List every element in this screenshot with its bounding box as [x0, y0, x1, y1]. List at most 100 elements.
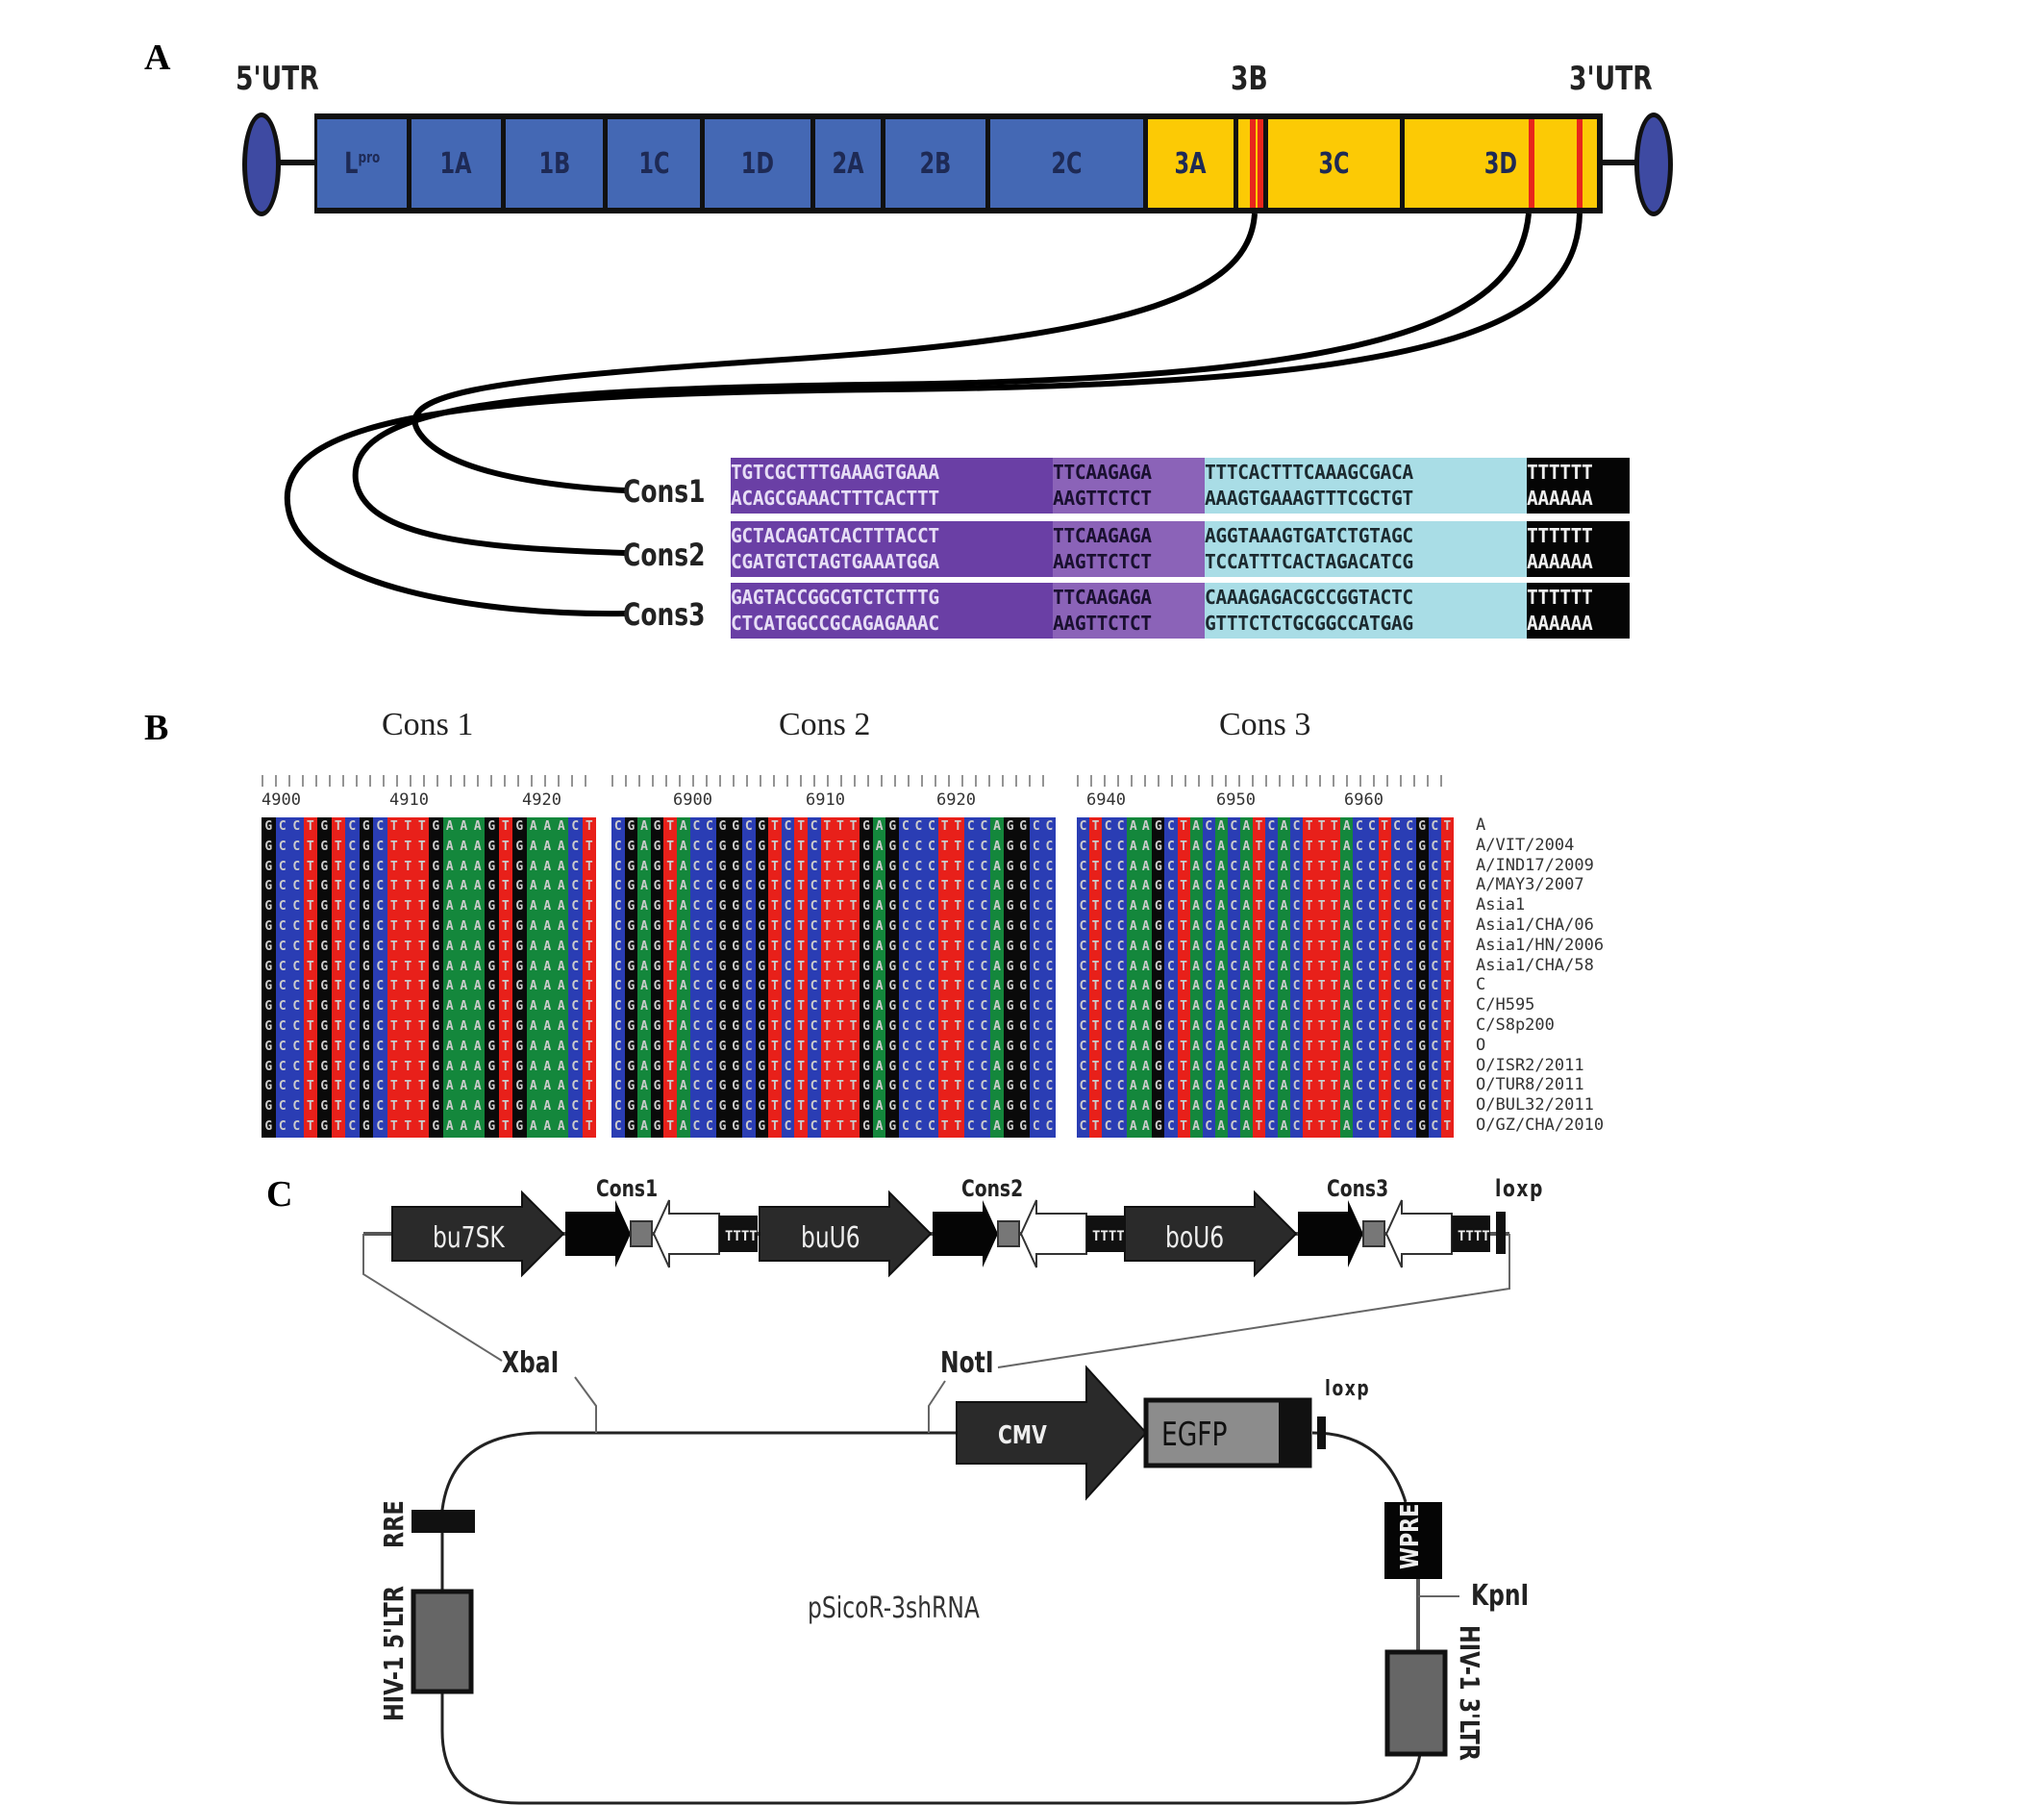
base: T [501, 879, 510, 894]
base: G [1154, 859, 1162, 874]
base: T [389, 899, 398, 915]
base: C [744, 1099, 753, 1115]
base: C [292, 1099, 301, 1115]
base: T [417, 999, 426, 1015]
base: A [557, 1059, 565, 1074]
base: C [278, 959, 287, 974]
base: A [1141, 1099, 1150, 1115]
base: T [585, 839, 593, 854]
base: A [1129, 899, 1137, 915]
base: T [835, 1118, 844, 1134]
base: C [1205, 999, 1213, 1015]
base: T [1330, 1079, 1338, 1094]
base: A [1280, 819, 1288, 834]
ruler-tick-label: 4910 [389, 790, 429, 810]
base: A [543, 959, 552, 974]
base: A [1217, 839, 1226, 854]
base: T [1091, 1039, 1100, 1054]
panel-b-letter: B [144, 708, 169, 748]
terminator-label: TTTT [1458, 1229, 1490, 1244]
base: C [1292, 859, 1301, 874]
base: T [417, 1018, 426, 1034]
base: C [278, 999, 287, 1015]
base: G [862, 959, 870, 974]
base: C [1104, 1018, 1112, 1034]
base: T [666, 979, 675, 994]
base: T [835, 859, 844, 874]
curve-cons2 [352, 213, 1532, 556]
base: A [993, 1079, 1001, 1094]
base: G [264, 1059, 273, 1074]
base: G [888, 819, 897, 834]
strain-label: Asia1/HN/2006 [1476, 935, 1605, 955]
base: C [980, 819, 988, 834]
base: G [862, 1018, 870, 1034]
base: T [417, 819, 426, 834]
base: T [954, 899, 962, 915]
base: C [744, 859, 753, 874]
segment-label: 2C [1051, 146, 1083, 181]
base: C [1045, 1079, 1054, 1094]
base: T [849, 1039, 858, 1054]
target-site-marker [1529, 119, 1534, 208]
base: G [487, 819, 496, 834]
base: C [1205, 1039, 1213, 1054]
base: C [292, 939, 301, 954]
base: A [445, 1018, 454, 1034]
base: T [823, 1099, 832, 1115]
base: C [1045, 839, 1054, 854]
base: A [1141, 839, 1150, 854]
base: C [376, 1079, 385, 1094]
base: C [571, 1118, 580, 1134]
base: G [732, 1079, 740, 1094]
base: T [306, 839, 314, 854]
base: C [1104, 819, 1112, 834]
base: G [1418, 819, 1427, 834]
base: A [679, 918, 687, 934]
base: A [460, 899, 468, 915]
base: C [1292, 979, 1301, 994]
base: A [1217, 879, 1226, 894]
base: T [849, 1118, 858, 1134]
base: C [292, 879, 301, 894]
base: A [1280, 879, 1288, 894]
base: A [1280, 999, 1288, 1015]
base: A [1342, 1079, 1351, 1094]
noti-site-label: NotI [940, 1346, 994, 1380]
base: T [1180, 999, 1187, 1015]
base: C [1104, 1099, 1112, 1115]
base: G [653, 859, 661, 874]
rre-box [411, 1510, 475, 1533]
base: C [1393, 1059, 1401, 1074]
base: C [901, 1118, 910, 1134]
base: G [264, 979, 273, 994]
base: A [1242, 918, 1251, 934]
base: C [1431, 1118, 1439, 1134]
base: T [835, 979, 844, 994]
base: T [1317, 979, 1326, 994]
base: C [613, 939, 622, 954]
base: G [264, 939, 273, 954]
antisense-strand: GTTTCTCTGCGGCCATGAG [1205, 612, 1413, 635]
base: C [966, 979, 975, 994]
base: T [666, 819, 675, 834]
base: T [940, 918, 949, 934]
base: C [1267, 859, 1276, 874]
base: A [473, 1018, 482, 1034]
base: G [1006, 859, 1014, 874]
base: A [1141, 859, 1150, 874]
base: G [487, 1059, 496, 1074]
base: G [264, 959, 273, 974]
base: C [784, 899, 792, 915]
base: C [376, 959, 385, 974]
base: G [515, 859, 524, 874]
base: T [404, 839, 412, 854]
base: T [1330, 819, 1338, 834]
